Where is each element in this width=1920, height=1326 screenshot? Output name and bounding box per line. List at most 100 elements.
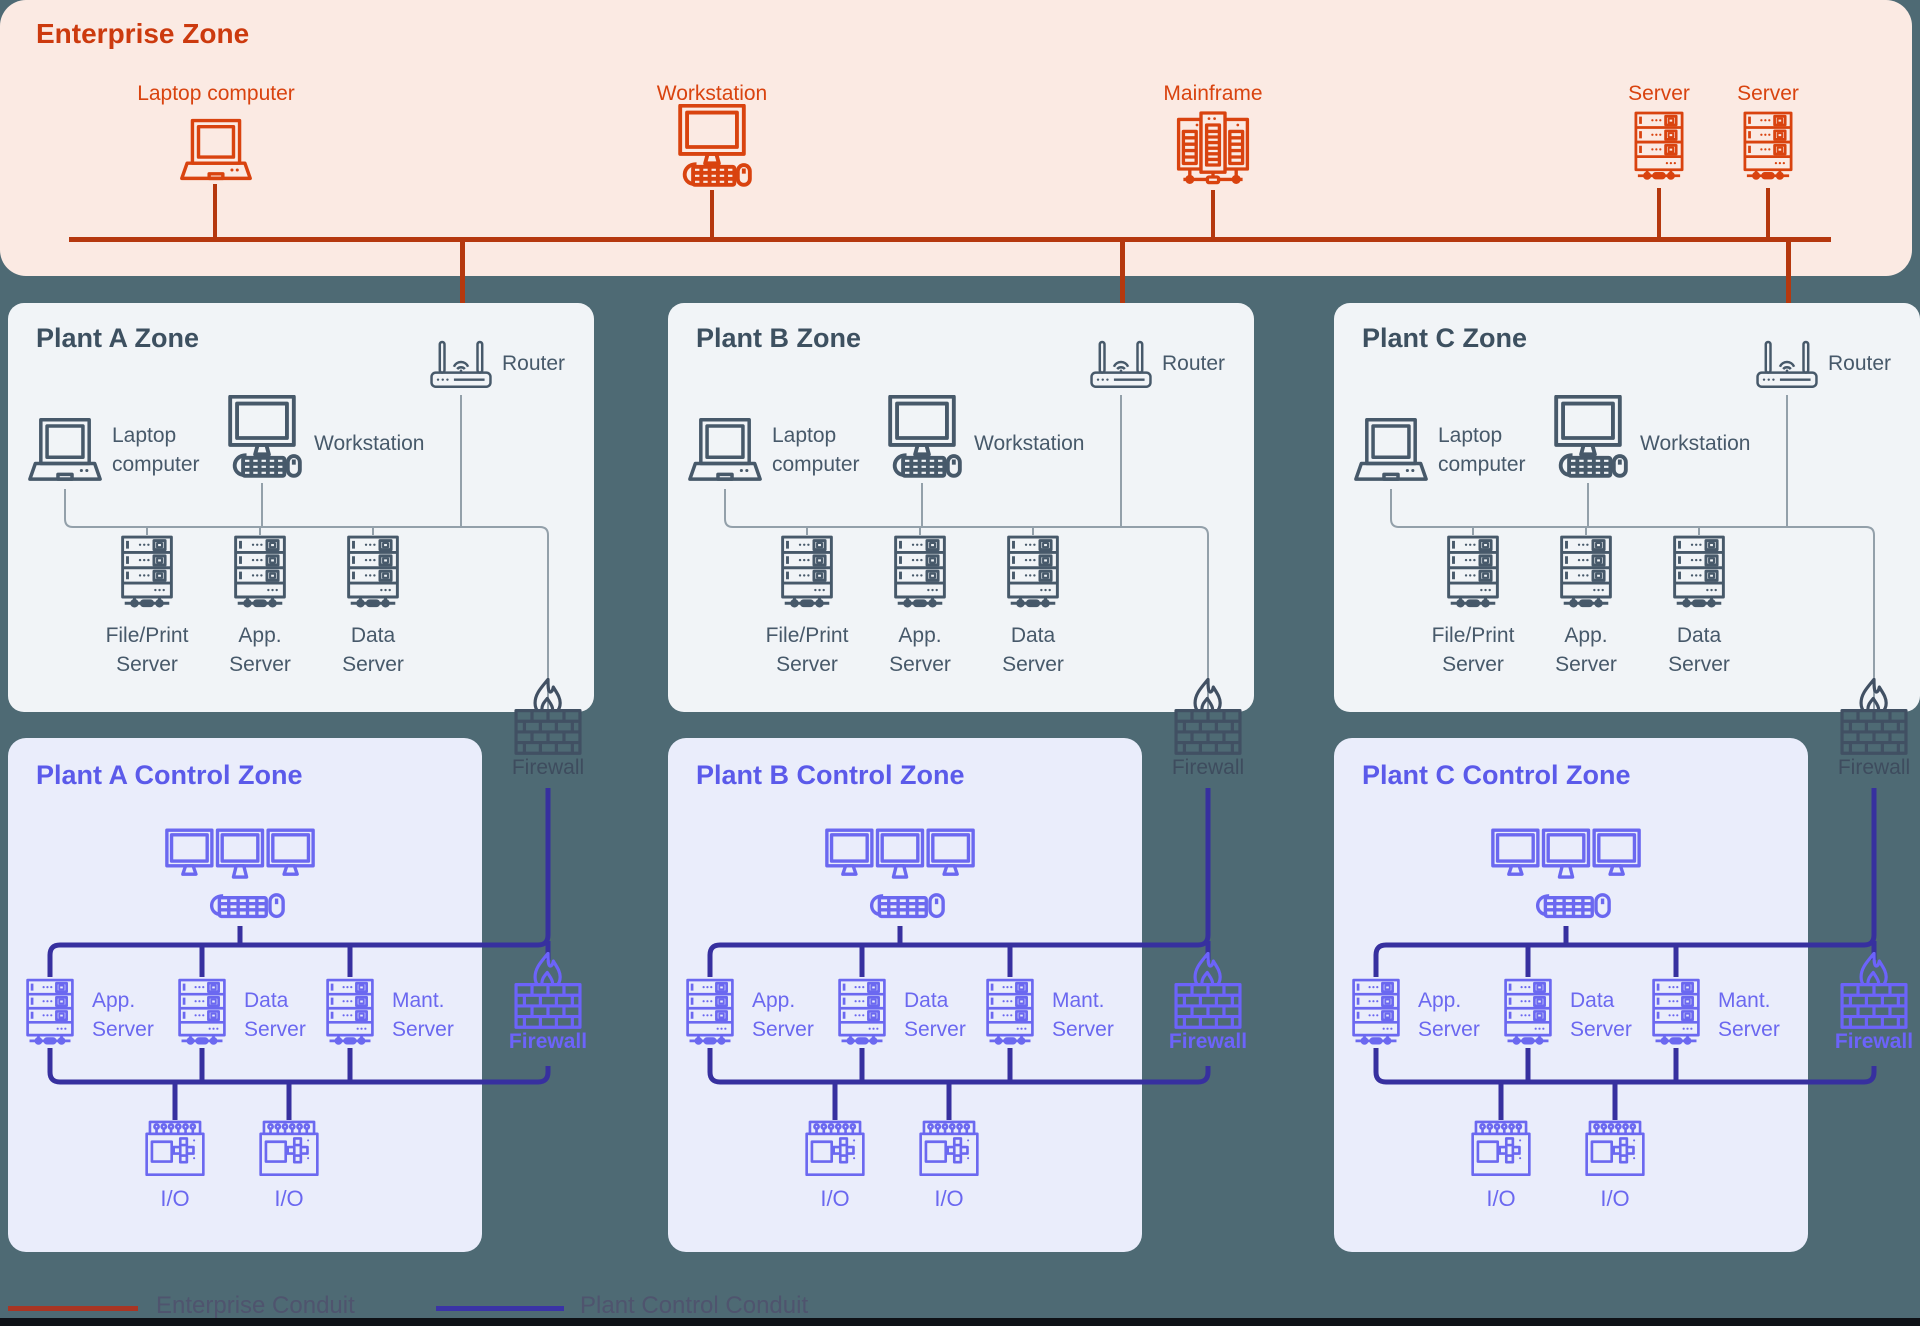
firewall-icon [513, 952, 583, 1034]
firewall-label: Firewall [1171, 756, 1245, 779]
laptop-label: Laptop computer [1438, 424, 1526, 476]
router-label: Router [502, 352, 566, 375]
laptop-icon [686, 417, 764, 485]
enterprise-server2-label: Server [1737, 82, 1799, 105]
enterprise-laptop-link [213, 184, 217, 237]
laptop-icon [1352, 417, 1430, 485]
firewall-icon [1839, 678, 1909, 760]
io-label: I/O [1486, 1186, 1516, 1211]
data-server-label: Data Server [1570, 989, 1632, 1041]
enterprise-workstation-link [710, 190, 714, 237]
file-print-server-icon [1437, 535, 1509, 613]
app-server-label: App. Server [229, 624, 291, 676]
workstation-icon [219, 395, 305, 481]
app-server-icon [678, 977, 742, 1051]
workstation-label: Workstation [314, 432, 425, 455]
io-module-icon [1468, 1120, 1534, 1178]
io-label: I/O [820, 1186, 850, 1211]
workstation-label: Workstation [974, 432, 1085, 455]
io-module-icon [1582, 1120, 1648, 1178]
firewall-icon [513, 678, 583, 760]
laptop-icon [26, 417, 104, 485]
mant-server-icon [978, 977, 1042, 1051]
hmi-workstation-icon [825, 828, 975, 926]
enterprise-server1-label: Server [1628, 82, 1690, 105]
plant-b-zone-card: Plant B Zone Router Laptop computer Work… [668, 303, 1254, 712]
enterprise-conduit-drop [460, 242, 465, 334]
file-print-server-label: File/Print Server [765, 624, 849, 676]
data-server-label: Data Server [342, 624, 404, 676]
data-server-label: Data Server [1668, 624, 1730, 676]
app-server-label: App. Server [92, 989, 154, 1041]
column-plant-a: Plant A Zone Router Laptop computer Work… [8, 0, 594, 1326]
app-server-icon [1550, 535, 1622, 613]
app-server-label: App. Server [1418, 989, 1480, 1041]
bottom-edge [0, 1318, 1920, 1326]
io-label: I/O [160, 1186, 190, 1211]
enterprise-server1-link [1657, 188, 1661, 237]
app-server-icon [224, 535, 296, 613]
io-label: I/O [1600, 1186, 1630, 1211]
app-server-icon [18, 977, 82, 1051]
enterprise-conduit-swatch [8, 1306, 138, 1311]
firewall-icon [1173, 952, 1243, 1034]
mant-server-label: Mant. Server [1718, 989, 1780, 1041]
data-server-icon [1496, 977, 1560, 1051]
plant-b-control-zone-card: Plant B Control Zone App. Server Data Se… [668, 738, 1142, 1252]
firewall-label: Firewall [508, 1030, 588, 1053]
control-zone-title: Plant B Control Zone [696, 760, 965, 790]
firewall-label: Firewall [1834, 1030, 1914, 1053]
workstation-icon [1545, 395, 1631, 481]
column-plant-c: Plant C Zone Router Laptop computer Work… [1334, 0, 1920, 1326]
hmi-workstation-icon [165, 828, 315, 926]
legend-plant-control-conduit: Plant Control Conduit [580, 1292, 809, 1319]
plant-c-zone-card: Plant C Zone Router Laptop computer Work… [1334, 303, 1920, 712]
plant-network-lines [1390, 395, 1875, 712]
mant-server-icon [318, 977, 382, 1051]
data-server-icon [997, 535, 1069, 613]
enterprise-mainframe-link [1211, 190, 1215, 237]
app-server-label: App. Server [752, 989, 814, 1041]
io-label: I/O [274, 1186, 304, 1211]
hmi-workstation-icon [1491, 828, 1641, 926]
control-network-lines [707, 926, 1142, 1120]
app-server-icon [884, 535, 956, 613]
io-module-icon [256, 1120, 322, 1178]
firewall-label: Firewall [1168, 1030, 1248, 1053]
data-server-label: Data Server [1002, 624, 1064, 676]
enterprise-conduit-drop [1786, 242, 1791, 334]
plant-control-conduit-swatch [436, 1306, 564, 1311]
router-icon [428, 333, 494, 391]
plant-a-zone-card: Plant A Zone Router Laptop computer Work… [8, 303, 594, 712]
plant-c-control-zone-card: Plant C Control Zone App. Server Data Se… [1334, 738, 1808, 1252]
column-plant-b: Plant B Zone Router Laptop computer Work… [668, 0, 1254, 1326]
data-server-label: Data Server [904, 989, 966, 1041]
data-server-icon [830, 977, 894, 1051]
laptop-label: Laptop computer [112, 424, 200, 476]
io-module-icon [802, 1120, 868, 1178]
app-server-label: App. Server [1555, 624, 1617, 676]
workstation-label: Workstation [1640, 432, 1751, 455]
data-server-icon [1663, 535, 1735, 613]
control-network-lines [1373, 926, 1808, 1120]
plant-zone-title: Plant B Zone [696, 323, 862, 353]
control-zone-title: Plant A Control Zone [36, 760, 303, 790]
mant-server-icon [1644, 977, 1708, 1051]
file-print-server-icon [111, 535, 183, 613]
data-server-icon [170, 977, 234, 1051]
router-icon [1754, 333, 1820, 391]
plant-zone-title: Plant A Zone [36, 323, 200, 353]
router-icon [1088, 333, 1154, 391]
control-network-lines [47, 926, 482, 1120]
app-server-label: App. Server [889, 624, 951, 676]
firewall-icon [1173, 678, 1243, 760]
legend-enterprise-conduit: Enterprise Conduit [156, 1292, 355, 1319]
mant-server-label: Mant. Server [392, 989, 454, 1041]
firewall-label: Firewall [1837, 756, 1911, 779]
workstation-icon [879, 395, 965, 481]
plant-a-control-zone-card: Plant A Control Zone App. Server Data Se… [8, 738, 482, 1252]
io-module-icon [916, 1120, 982, 1178]
io-module-icon [142, 1120, 208, 1178]
enterprise-conduit-drop [1120, 242, 1125, 334]
router-label: Router [1828, 352, 1892, 375]
